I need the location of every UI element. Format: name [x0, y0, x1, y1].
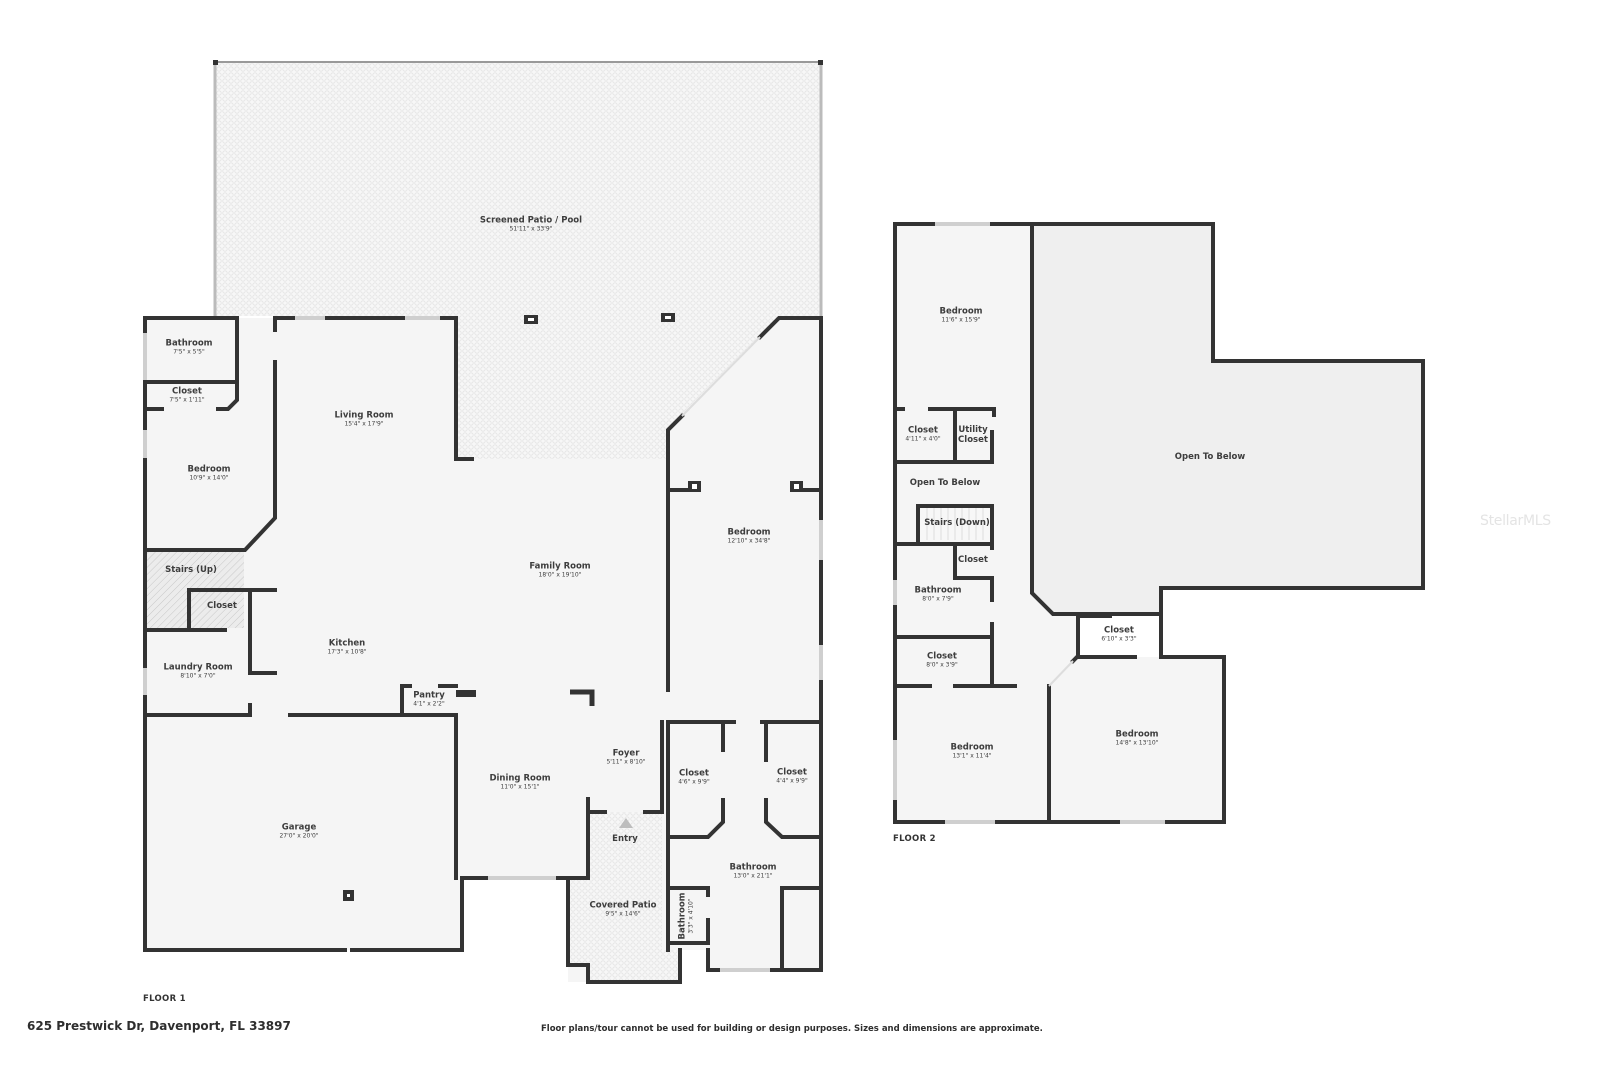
floor-1-plan: [143, 60, 823, 984]
floor-1-label: FLOOR 1: [143, 994, 186, 1004]
screened-patio-area: [215, 62, 821, 459]
open-to-below-area: [1032, 224, 1423, 614]
entry-arrow-icon: [619, 818, 633, 828]
disclaimer-text: Floor plans/tour cannot be used for buil…: [541, 1024, 1043, 1034]
covered-patio-area: [568, 812, 680, 982]
watermark-logo: StellarMLS: [1480, 513, 1551, 529]
property-address: 625 Prestwick Dr, Davenport, FL 33897: [27, 1019, 291, 1033]
floor-2-plan: [893, 222, 1425, 824]
floor-2-label: FLOOR 2: [893, 834, 936, 844]
